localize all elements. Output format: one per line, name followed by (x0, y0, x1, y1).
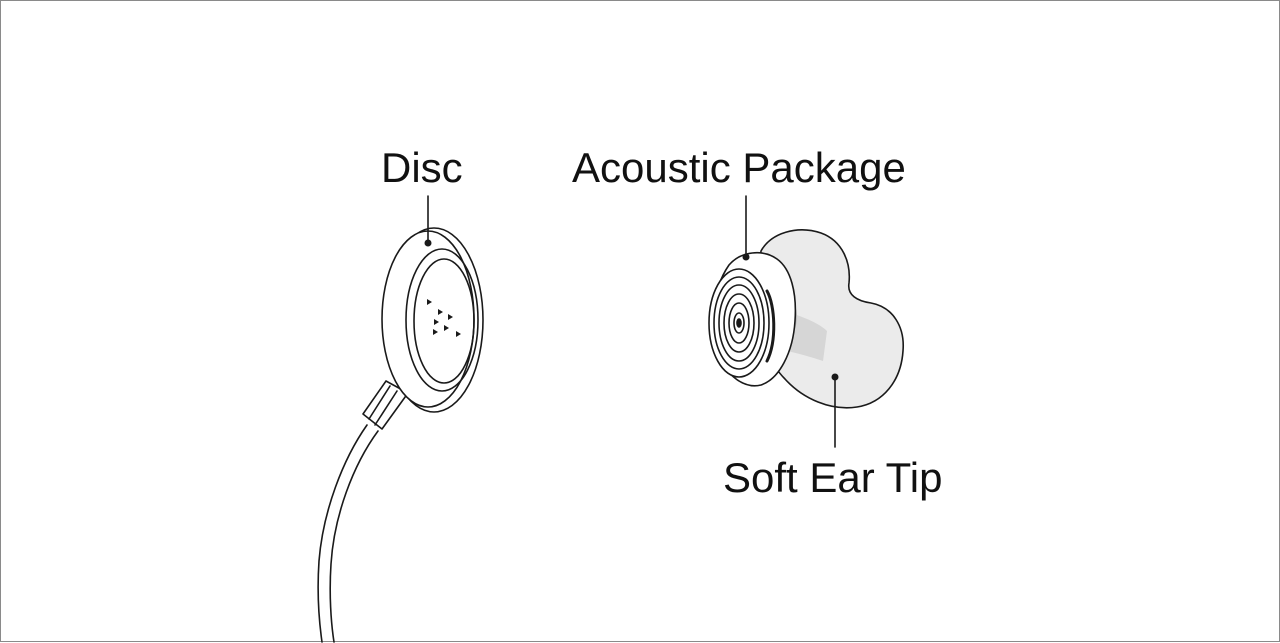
disc-leader-dot (424, 239, 432, 247)
strain-relief-ring-2 (374, 390, 398, 426)
disc-inner-ring (405, 248, 479, 392)
disc-illustration (317, 195, 484, 643)
disc-label: Disc (381, 144, 463, 191)
disc-inner-ring-2 (413, 258, 475, 384)
disc-perforations (427, 299, 461, 337)
soft-ear-tip-band (787, 313, 827, 361)
acoustic-driver-rings (708, 268, 770, 378)
driver-rim-accent (765, 289, 776, 363)
acoustic-package-label: Acoustic Package (572, 144, 906, 191)
tip-leader-dot (831, 373, 839, 381)
acoustic-leader-dot (742, 253, 750, 261)
strain-relief-ring (368, 385, 391, 420)
cable-outer (317, 424, 368, 643)
earbud-illustration (708, 195, 904, 448)
cable-inner (329, 430, 379, 643)
soft-ear-tip-label: Soft Ear Tip (723, 454, 943, 501)
